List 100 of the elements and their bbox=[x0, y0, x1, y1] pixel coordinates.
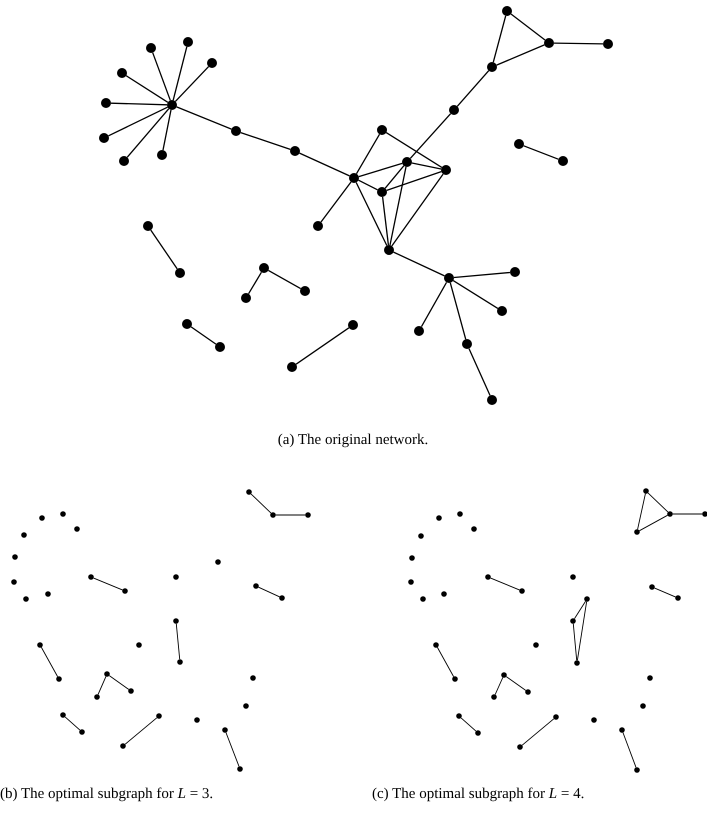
network-edge bbox=[391, 174, 444, 246]
network-edge bbox=[174, 66, 210, 102]
network-node bbox=[603, 39, 613, 49]
network-node bbox=[414, 326, 424, 336]
network-node bbox=[21, 532, 27, 538]
network-node bbox=[497, 306, 507, 316]
network-node bbox=[462, 339, 472, 349]
network-node bbox=[215, 342, 225, 352]
network-node bbox=[222, 727, 228, 733]
network-edge bbox=[554, 42, 604, 45]
network-node bbox=[99, 133, 109, 143]
network-node bbox=[441, 591, 447, 597]
network-node bbox=[305, 512, 311, 518]
network-edge bbox=[386, 132, 442, 168]
network-edge bbox=[150, 230, 178, 270]
network-node bbox=[510, 267, 520, 277]
network-node bbox=[94, 694, 100, 700]
network-node bbox=[259, 263, 269, 273]
network-edge bbox=[240, 132, 290, 150]
network-node bbox=[667, 511, 673, 517]
network-node bbox=[250, 675, 256, 681]
network-node bbox=[475, 730, 481, 736]
network-node bbox=[290, 146, 300, 156]
network-edge bbox=[250, 493, 272, 514]
network-node bbox=[433, 642, 439, 648]
network-node bbox=[441, 165, 451, 175]
network-edge bbox=[382, 196, 390, 246]
network-edge bbox=[494, 677, 504, 695]
network-node bbox=[502, 6, 512, 16]
network-edge bbox=[268, 270, 301, 290]
network-edge bbox=[436, 646, 454, 678]
network-edge bbox=[574, 600, 586, 620]
network-node bbox=[74, 526, 80, 532]
network-edge bbox=[654, 588, 676, 598]
network-node bbox=[377, 125, 387, 135]
network-node bbox=[487, 62, 497, 72]
network-node bbox=[37, 642, 43, 648]
network-node bbox=[60, 511, 66, 517]
network-node bbox=[420, 596, 426, 602]
network-node bbox=[544, 38, 554, 48]
network-edge bbox=[510, 13, 546, 41]
network-node bbox=[402, 157, 412, 167]
network-edge bbox=[648, 492, 668, 513]
network-edge bbox=[454, 272, 510, 278]
network-edge bbox=[496, 44, 545, 66]
network-node bbox=[418, 533, 424, 539]
network-node bbox=[45, 591, 51, 597]
network-node bbox=[194, 717, 200, 723]
network-node bbox=[167, 100, 177, 110]
network-edge bbox=[412, 162, 442, 170]
network-edge bbox=[576, 601, 588, 661]
network-edge bbox=[468, 348, 491, 396]
network-edge bbox=[492, 16, 506, 62]
network-node bbox=[79, 729, 85, 735]
network-node bbox=[647, 675, 653, 681]
subfigure-caption: (a) The original network. bbox=[278, 432, 428, 449]
network-edge bbox=[356, 182, 388, 246]
network-node bbox=[634, 767, 640, 773]
network-edge bbox=[124, 717, 158, 745]
network-node bbox=[56, 676, 62, 682]
network-node bbox=[207, 58, 217, 68]
network-node bbox=[449, 105, 459, 115]
network-node bbox=[104, 671, 110, 677]
network-node bbox=[675, 595, 681, 601]
network-node bbox=[88, 574, 94, 580]
network-edge bbox=[98, 676, 106, 695]
network-edge bbox=[452, 280, 498, 309]
network-node bbox=[501, 672, 507, 678]
network-edge bbox=[386, 170, 442, 192]
network-node bbox=[519, 588, 525, 594]
network-node bbox=[241, 293, 251, 303]
network-node bbox=[101, 98, 111, 108]
network-node bbox=[570, 618, 576, 624]
network-edge bbox=[110, 102, 168, 106]
network-node bbox=[436, 515, 442, 521]
network-node bbox=[136, 642, 142, 648]
network-node bbox=[182, 319, 192, 329]
network-node bbox=[517, 744, 523, 750]
network-node bbox=[215, 559, 221, 565]
network-node bbox=[649, 584, 655, 590]
network-node bbox=[246, 489, 252, 495]
network-edge bbox=[108, 106, 168, 136]
network-edge bbox=[93, 578, 123, 590]
network-edge bbox=[460, 717, 476, 732]
network-node bbox=[39, 515, 45, 521]
network-node bbox=[525, 689, 531, 695]
network-node bbox=[119, 156, 129, 166]
network-node bbox=[591, 717, 597, 723]
network-edge bbox=[490, 578, 520, 590]
network-node bbox=[11, 579, 17, 585]
network-node bbox=[457, 511, 463, 517]
network-edge bbox=[176, 106, 232, 130]
network-node bbox=[156, 713, 162, 719]
network-edge bbox=[320, 182, 352, 222]
network-edge bbox=[226, 732, 240, 767]
network-node bbox=[553, 714, 559, 720]
network-node bbox=[634, 529, 640, 535]
network-node bbox=[570, 574, 576, 580]
network-node bbox=[558, 156, 568, 166]
network-node bbox=[487, 395, 497, 405]
